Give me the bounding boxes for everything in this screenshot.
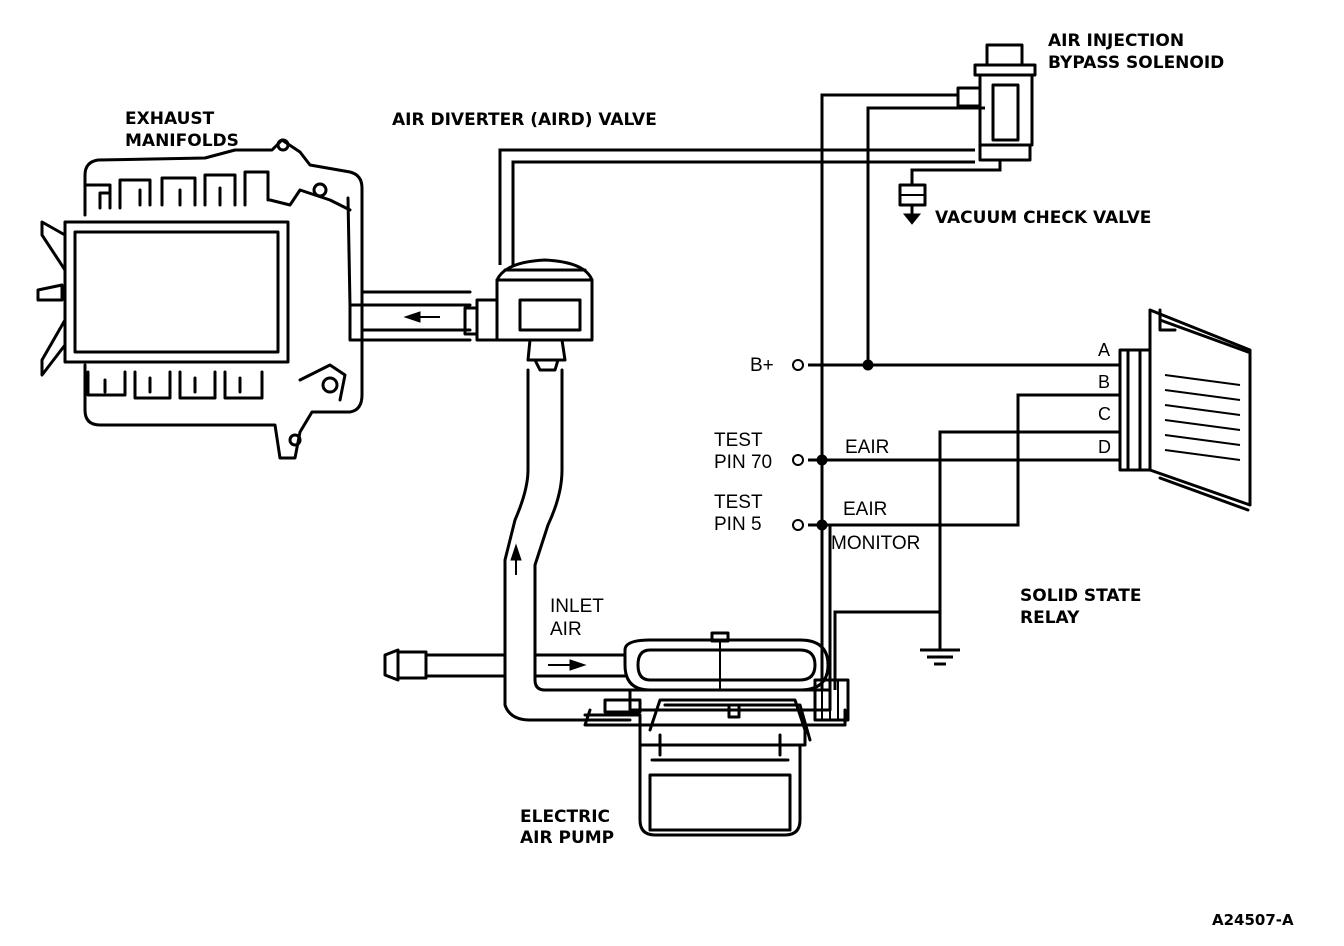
test-pin-5-label-2: PIN 5	[714, 514, 762, 535]
figure-id: A24507-A	[1212, 911, 1294, 929]
solid-state-relay-label-2: RELAY	[1020, 608, 1080, 628]
electric-air-pump	[583, 631, 850, 837]
bypass-solenoid-label-2: BYPASS SOLENOID	[1048, 53, 1224, 73]
exhaust-manifolds	[36, 138, 472, 460]
eair-monitor-label-1: EAIR	[843, 499, 887, 520]
pump-hose	[503, 368, 632, 722]
relay-pin-a: A	[1098, 340, 1110, 360]
test-pin-70-label-1: TEST	[714, 430, 763, 451]
wiring	[792, 93, 1120, 690]
air-diverter-valve-label: AIR DIVERTER (AIRD) VALVE	[392, 110, 657, 130]
eair-label: EAIR	[845, 437, 889, 458]
inlet-air-label-2: AIR	[550, 619, 582, 640]
exhaust-manifolds-label-2: MANIFOLDS	[125, 131, 239, 151]
solid-state-relay	[1118, 308, 1252, 512]
relay-pin-b: B	[1098, 372, 1110, 392]
bypass-solenoid	[898, 43, 1037, 225]
bypass-solenoid-label-1: AIR INJECTION	[1048, 31, 1184, 51]
air-diverter-valve	[463, 258, 594, 372]
inlet-air-label-1: INLET	[550, 596, 604, 617]
solid-state-relay-label-1: SOLID STATE	[1020, 586, 1141, 606]
electric-air-pump-label-2: AIR PUMP	[520, 828, 614, 848]
exhaust-manifolds-label-1: EXHAUST	[125, 109, 215, 129]
eair-monitor-label-2: MONITOR	[831, 533, 920, 554]
labels: EXHAUST MANIFOLDS AIR DIVERTER (AIRD) VA…	[125, 31, 1294, 929]
test-pin-70-label-2: PIN 70	[714, 452, 772, 473]
inlet-air-tube	[383, 648, 627, 682]
b-plus-label: B+	[750, 355, 774, 376]
test-pin-5-label-1: TEST	[714, 492, 763, 513]
electric-air-pump-label-1: ELECTRIC	[520, 807, 610, 827]
vacuum-line	[498, 148, 975, 265]
vacuum-check-valve-label: VACUUM CHECK VALVE	[935, 208, 1151, 228]
relay-pin-c: C	[1098, 404, 1111, 424]
relay-pin-d: D	[1098, 437, 1111, 457]
